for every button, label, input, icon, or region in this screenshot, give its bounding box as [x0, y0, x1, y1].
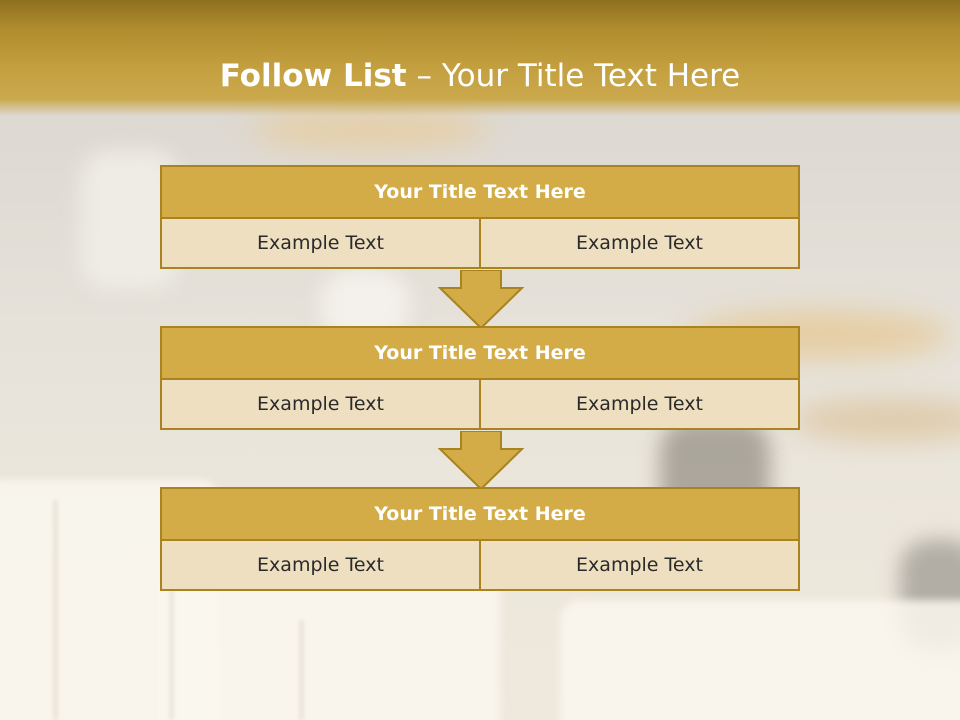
- block-cell-right: Example Text: [479, 541, 800, 591]
- title-rest: – Your Title Text Here: [406, 58, 741, 94]
- block-cell-right: Example Text: [479, 380, 800, 430]
- follow-block-2: Your Title Text Here Example Text Exampl…: [160, 326, 800, 430]
- block-cell-left: Example Text: [160, 380, 479, 430]
- down-arrow-icon: [438, 270, 524, 330]
- block-title: Your Title Text Here: [160, 487, 800, 541]
- down-arrow-icon: [438, 431, 524, 491]
- follow-block-3: Your Title Text Here Example Text Exampl…: [160, 487, 800, 591]
- block-title: Your Title Text Here: [160, 165, 800, 219]
- follow-block-1: Your Title Text Here Example Text Exampl…: [160, 165, 800, 269]
- block-cell-left: Example Text: [160, 219, 479, 269]
- slide-title: Follow List – Your Title Text Here: [0, 54, 960, 98]
- title-bold: Follow List: [219, 58, 407, 94]
- block-row: Example Text Example Text: [160, 541, 800, 591]
- slide-header: [0, 0, 960, 116]
- block-cell-left: Example Text: [160, 541, 479, 591]
- block-row: Example Text Example Text: [160, 380, 800, 430]
- block-cell-right: Example Text: [479, 219, 800, 269]
- block-row: Example Text Example Text: [160, 219, 800, 269]
- block-title: Your Title Text Here: [160, 326, 800, 380]
